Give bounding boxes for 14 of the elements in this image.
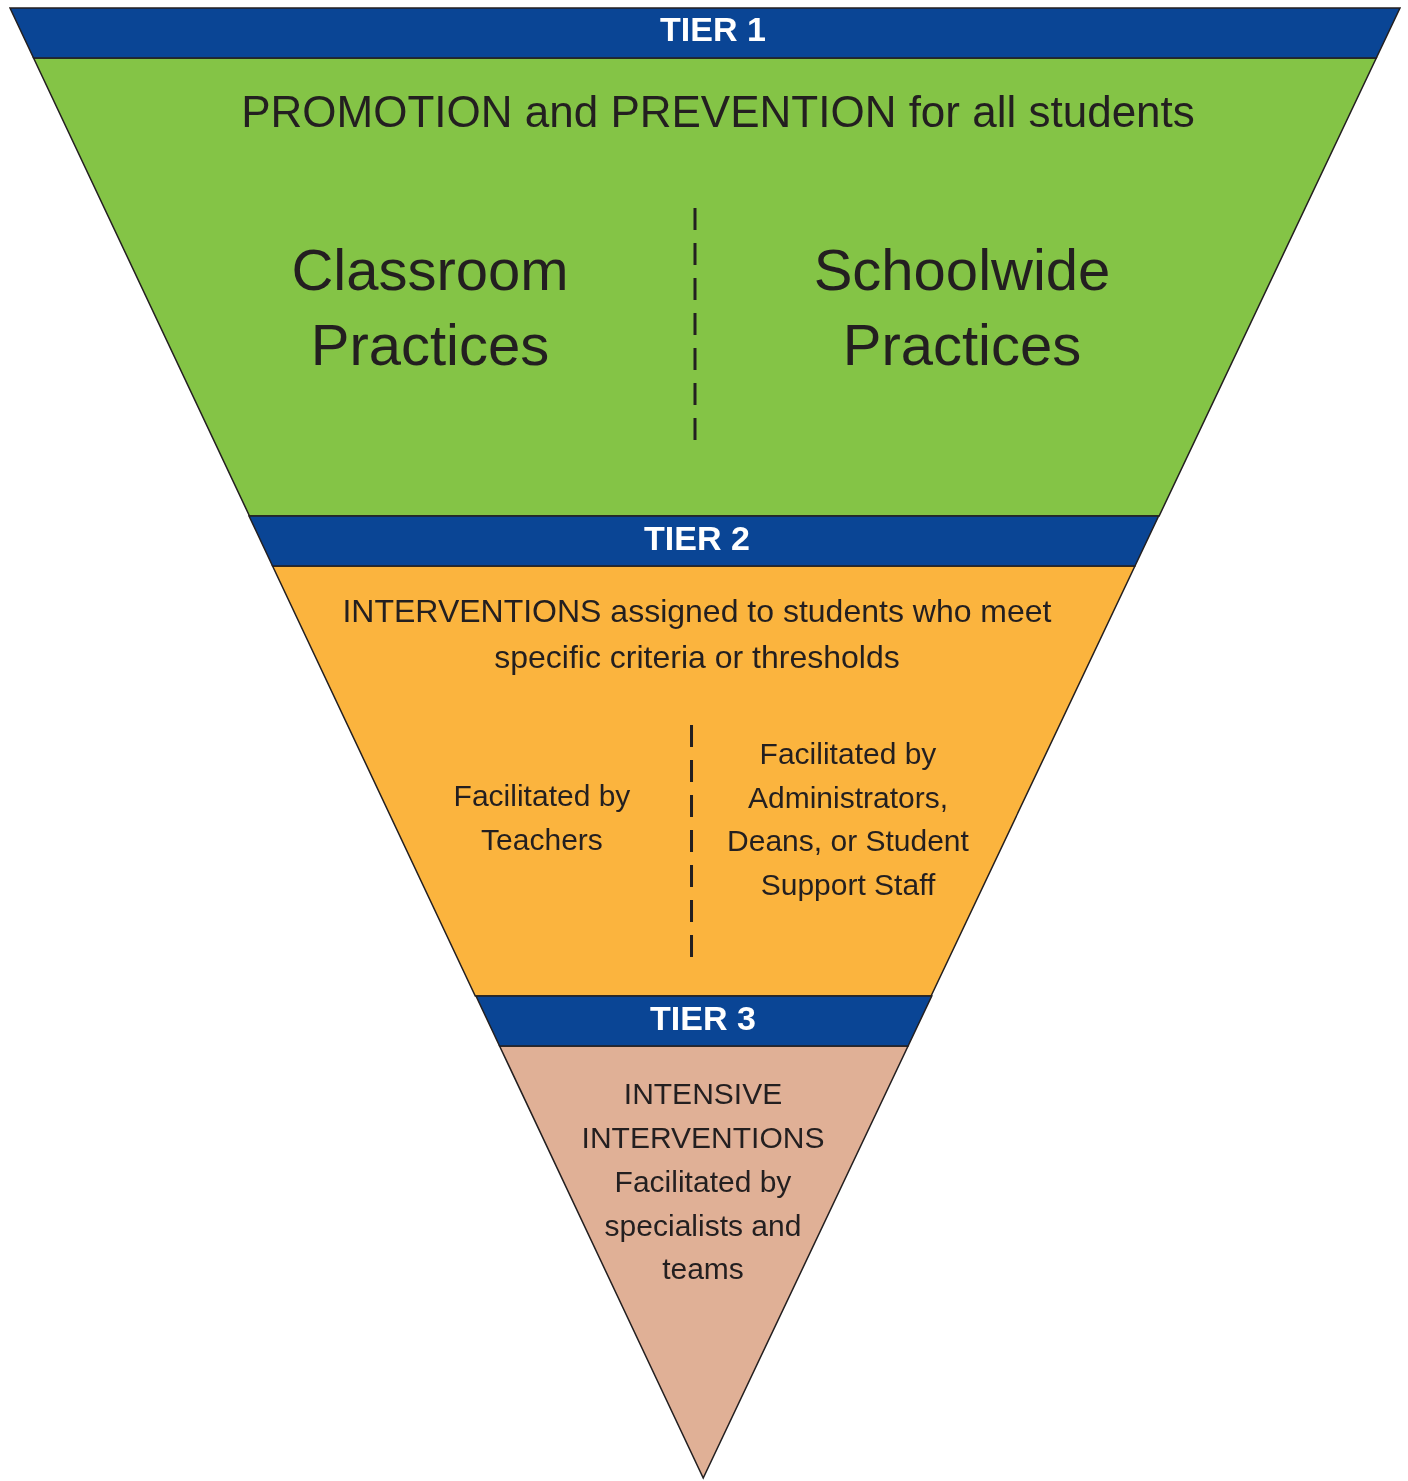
tier-heading: TIER 1 bbox=[659, 12, 767, 46]
practice-text: Schoolwide Practices bbox=[812, 236, 1112, 380]
tier-description: INTENSIVE INTERVENTIONS bbox=[580, 1076, 826, 1156]
tier-heading: TIER 3 bbox=[649, 1001, 757, 1035]
tier-band bbox=[249, 516, 1160, 996]
practice-text: Facilitated by Administrators, Deans, or Student Support Staff bbox=[726, 736, 970, 903]
practice-text: Facilitated by specialists and teams bbox=[603, 1164, 803, 1287]
practice-text: Facilitated by Teachers bbox=[452, 778, 632, 858]
tier-band bbox=[10, 8, 1400, 516]
tier-band bbox=[475, 996, 932, 1478]
practice-text: Classroom Practices bbox=[290, 236, 570, 380]
tier-description: INTERVENTIONS assigned to students who meet specific criteria or thresholds bbox=[341, 592, 1053, 678]
tier-description: PROMOTION and PREVENTION for all students bbox=[240, 86, 1196, 138]
tier-heading: TIER 2 bbox=[643, 521, 751, 555]
